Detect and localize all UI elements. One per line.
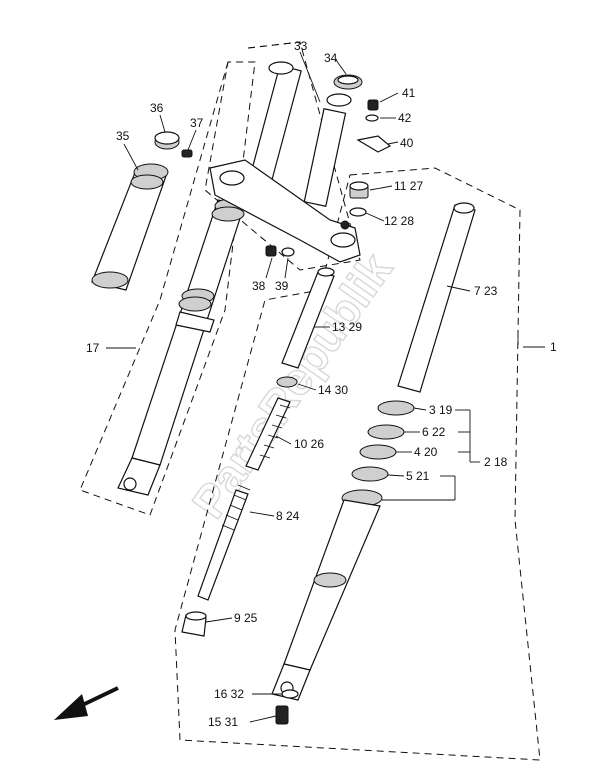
label-4-20: 4 20 xyxy=(414,445,438,459)
label-1: 1 xyxy=(550,340,557,354)
bolt-15 xyxy=(275,705,289,725)
spring-seat xyxy=(276,376,298,388)
left-inner-tube xyxy=(248,61,302,188)
label-42: 42 xyxy=(398,111,412,125)
label-15-31: 15 31 xyxy=(208,715,238,729)
right-fork-dashed-boundary xyxy=(174,167,541,761)
right-inner-tube xyxy=(397,202,476,393)
oil-seal-clip xyxy=(367,424,405,440)
label-5-21: 5 21 xyxy=(406,469,430,483)
label-14-30: 14 30 xyxy=(318,383,348,397)
label-2-18: 2 18 xyxy=(484,455,508,469)
lower-bracket xyxy=(209,159,361,263)
spacer-pipe xyxy=(281,267,335,369)
steering-stem xyxy=(303,93,352,207)
washer-42 xyxy=(365,114,379,122)
label-41: 41 xyxy=(402,86,416,100)
fork-boot xyxy=(91,163,169,291)
front-direction-arrow-icon xyxy=(54,686,119,720)
part-labels: 1 2 18 3 19 4 20 5 21 6 22 7 23 8 24 9 2… xyxy=(86,39,557,729)
label-36: 36 xyxy=(150,101,164,115)
label-16-32: 16 32 xyxy=(214,687,244,701)
label-10-26: 10 26 xyxy=(294,437,324,451)
bolt-41 xyxy=(367,99,379,111)
label-37: 37 xyxy=(190,116,204,130)
gasket-16 xyxy=(281,689,299,699)
clip-40 xyxy=(356,135,392,153)
label-3-19: 3 19 xyxy=(429,403,453,417)
upper-bracket-dashed-boundary xyxy=(204,41,361,271)
label-35: 35 xyxy=(116,129,130,143)
washer-5 xyxy=(351,466,389,482)
clamp-screw xyxy=(181,149,193,158)
bearing-race xyxy=(333,74,363,90)
label-33: 33 xyxy=(294,39,308,53)
washer-39 xyxy=(281,247,295,257)
leader-lines xyxy=(106,51,545,723)
label-12-28: 12 28 xyxy=(384,214,414,228)
o-ring xyxy=(349,207,367,217)
boot-clamp xyxy=(154,131,180,150)
oil-seal xyxy=(359,444,397,460)
bolt-38 xyxy=(265,245,277,257)
damper-rod xyxy=(197,484,251,601)
cap-bolt xyxy=(349,181,369,199)
label-7-23: 7 23 xyxy=(474,284,498,298)
taper-spindle xyxy=(181,611,207,637)
label-34: 34 xyxy=(324,51,338,65)
fork-spring xyxy=(245,397,291,471)
label-38: 38 xyxy=(252,279,266,293)
dust-seal xyxy=(377,400,415,416)
label-8-24: 8 24 xyxy=(276,509,300,523)
label-39: 39 xyxy=(275,279,289,293)
label-13-29: 13 29 xyxy=(332,320,362,334)
label-9-25: 9 25 xyxy=(234,611,258,625)
label-40: 40 xyxy=(400,136,414,150)
right-fork-outer-tube xyxy=(271,489,383,701)
label-11-27: 11 27 xyxy=(394,179,423,193)
label-6-22: 6 22 xyxy=(422,425,446,439)
label-17: 17 xyxy=(86,341,100,355)
